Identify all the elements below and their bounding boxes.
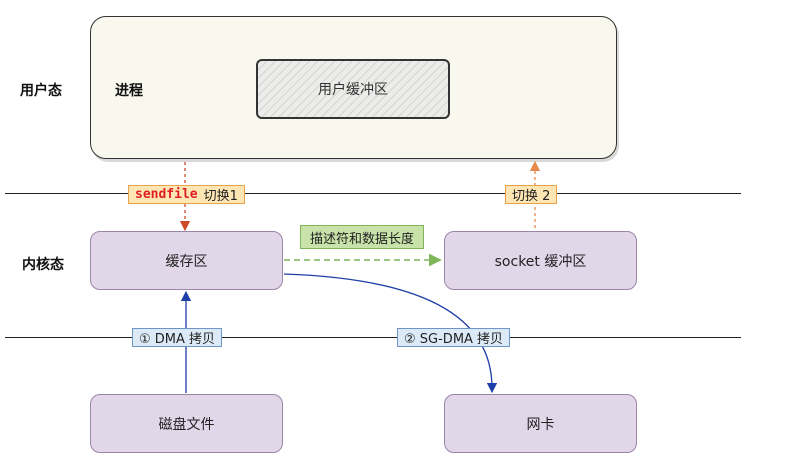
sendfile-keyword: sendfile (135, 187, 198, 202)
switch2-tag: 切换 2 (505, 185, 558, 204)
sg-dma-copy-arrow (283, 273, 498, 394)
kernel-hardware-divider (5, 337, 741, 338)
descriptor-tag: 描述符和数据长度 (300, 225, 425, 249)
dma-copy-tag: ① DMA 拷贝 (132, 328, 223, 347)
user-buffer: 用户缓冲区 (256, 59, 450, 119)
sendfile-switch-text: 切换1 (203, 189, 238, 204)
user-kernel-divider (5, 193, 741, 194)
user-space-label: 用户态 (20, 83, 62, 99)
disk-file-box: 磁盘文件 (90, 394, 283, 453)
sendfile-switch-tag: sendfile 切换1 (128, 185, 245, 204)
kernel-space-label: 内核态 (22, 257, 64, 273)
sg-dma-copy-tag: ② SG-DMA 拷贝 (397, 328, 511, 347)
nic-box: 网卡 (444, 394, 637, 453)
page-cache-box: 缓存区 (90, 231, 283, 290)
socket-buffer-box: socket 缓冲区 (444, 231, 637, 290)
process-label: 进程 (115, 83, 143, 99)
